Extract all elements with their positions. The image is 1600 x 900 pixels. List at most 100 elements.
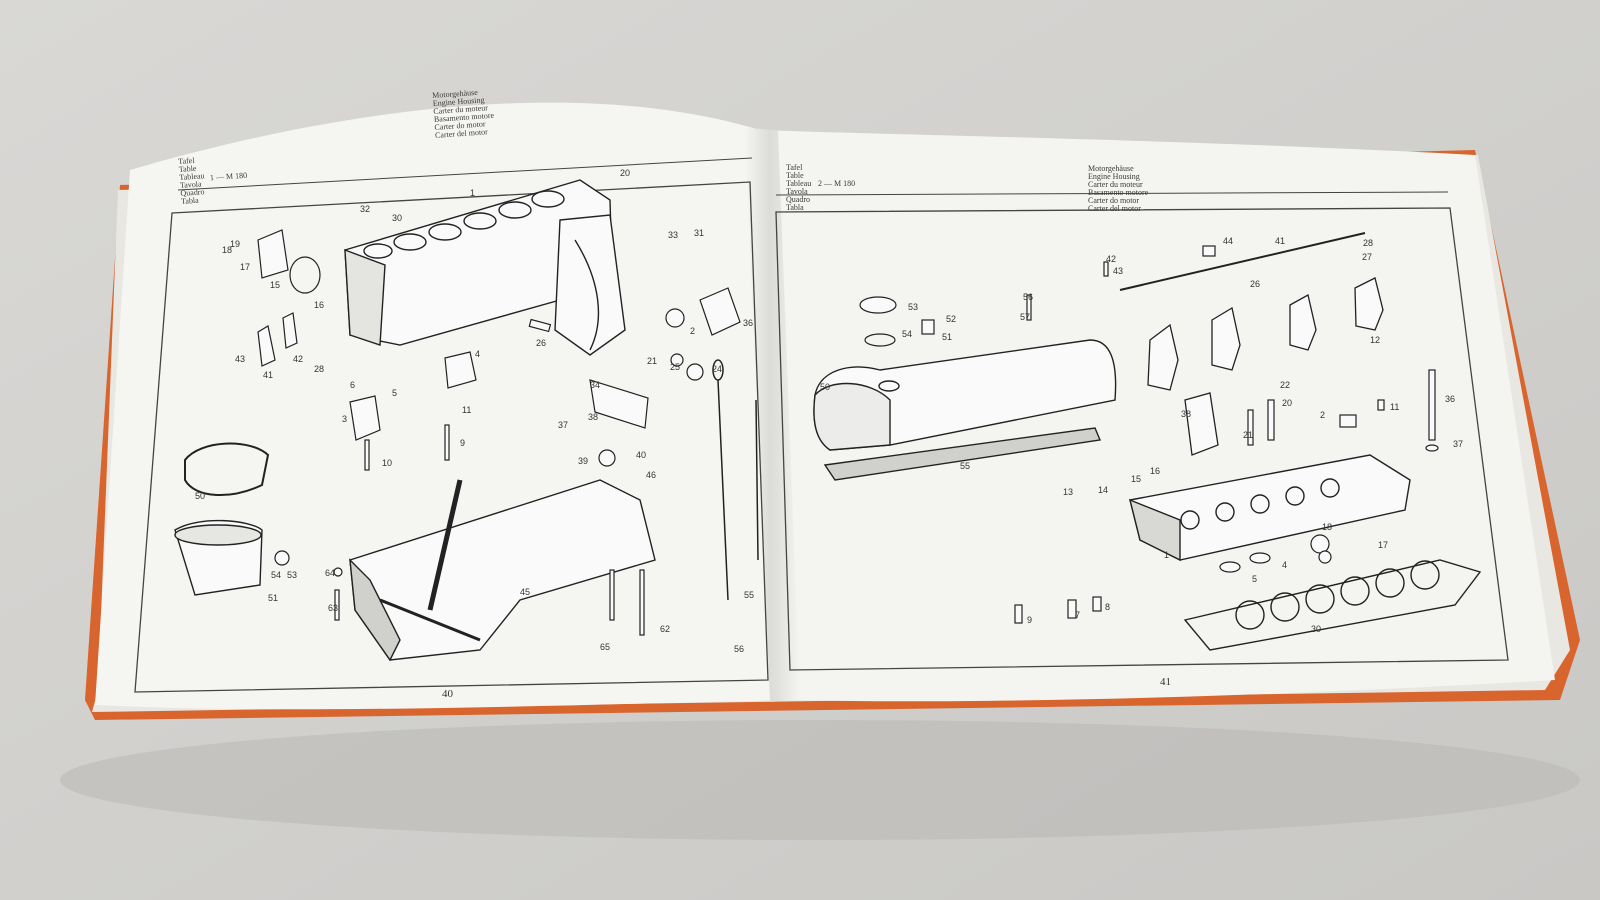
right-callout-52: 52 [946, 314, 956, 324]
right-callout-28: 28 [1363, 238, 1373, 248]
right-callout-22: 22 [1280, 380, 1290, 390]
small-parts-right [859, 245, 1439, 624]
right-callout-57: 57 [1020, 312, 1030, 322]
right-callout-1: 1 [1164, 550, 1169, 560]
small-parts-left [257, 229, 741, 636]
right-header-label: Table [786, 171, 804, 180]
left-callout-46: 46 [646, 470, 656, 480]
left-callout-55: 55 [744, 590, 754, 600]
dipstick-drawing [712, 359, 759, 601]
right-callout-21: 21 [1243, 430, 1253, 440]
right-callout-41: 41 [1275, 236, 1285, 246]
right-header-label: Tavola [786, 187, 808, 196]
right-page-number: 41 [1160, 676, 1171, 688]
left-callout-11: 11 [462, 405, 471, 415]
right-title-block: Motorgehäuse Engine Housing Carter du mo… [1088, 165, 1148, 213]
left-callout-17: 17 [240, 262, 250, 272]
right-callout-7: 7 [1075, 610, 1080, 620]
right-callout-16: 16 [1150, 466, 1160, 476]
right-callout-2: 2 [1320, 410, 1325, 420]
left-callout-50: 50 [195, 491, 205, 501]
left-title-block: Motorgehäuse Engine Housing Carter du mo… [432, 88, 495, 140]
left-callout-41: 41 [263, 370, 273, 380]
left-callout-39: 39 [578, 456, 588, 466]
left-callout-64: 64 [325, 568, 335, 578]
left-callout-28: 28 [314, 364, 324, 374]
left-callout-24: 24 [712, 364, 722, 374]
left-callout-53: 53 [287, 570, 297, 580]
left-callout-9: 9 [460, 438, 465, 448]
left-callout-20: 20 [620, 168, 630, 178]
right-callout-14: 14 [1098, 485, 1108, 495]
right-callout-17: 17 [1378, 540, 1388, 550]
right-callout-13: 13 [1063, 487, 1073, 497]
left-callout-33: 33 [668, 230, 678, 240]
right-title-line: Carter del motor [1088, 204, 1141, 213]
right-callout-53: 53 [908, 302, 918, 312]
oil-pan-drawing [349, 479, 656, 662]
right-callout-12: 12 [1370, 335, 1380, 345]
right-header-label: Tabla [786, 203, 804, 212]
right-callout-8: 8 [1105, 602, 1110, 612]
left-callout-40: 40 [636, 450, 646, 460]
left-header-rule [177, 157, 753, 191]
right-title-line: Basamento motore [1088, 188, 1149, 197]
left-callout-54: 54 [271, 570, 281, 580]
right-callout-15: 15 [1131, 474, 1141, 484]
right-callout-27: 27 [1362, 252, 1372, 262]
right-title-line: Engine Housing [1088, 172, 1140, 181]
right-header-label: Tableau [786, 179, 812, 188]
left-callout-34: 34 [590, 380, 600, 390]
right-callout-18: 18 [1322, 522, 1332, 532]
rocker-arms-drawing [1147, 277, 1384, 456]
right-callout-54: 54 [902, 329, 912, 339]
left-callout-19: 19 [230, 239, 240, 249]
left-callout-4: 4 [475, 349, 480, 359]
left-callout-3: 3 [342, 414, 347, 424]
right-callout-4: 4 [1282, 560, 1287, 570]
left-callout-10: 10 [382, 458, 392, 468]
right-callout-30: 30 [1311, 624, 1321, 634]
left-callout-56: 56 [734, 644, 744, 654]
right-diagram-frame [775, 207, 1509, 671]
left-callout-6: 6 [350, 380, 355, 390]
left-callout-38: 38 [588, 412, 598, 422]
left-callout-16: 16 [314, 300, 324, 310]
rocker-shaft-drawing [1119, 232, 1366, 291]
right-callout-42: 42 [1106, 254, 1116, 264]
right-title-line: Carter du moteur [1088, 180, 1143, 189]
left-callout-63: 63 [328, 603, 338, 613]
left-callout-18: 18 [222, 245, 232, 255]
right-header-rule [775, 191, 1449, 196]
right-page [760, 130, 1555, 702]
left-callout-15: 15 [270, 280, 280, 290]
right-callout-50: 50 [820, 382, 830, 392]
lower-sump-drawing [174, 519, 263, 596]
left-callout-1: 1 [470, 188, 475, 198]
left-callout-51: 51 [268, 593, 278, 603]
right-callout-38: 38 [1181, 409, 1191, 419]
right-callout-20: 20 [1282, 398, 1292, 408]
cylinder-head-drawing [1128, 454, 1411, 562]
left-callout-30: 30 [392, 213, 402, 223]
right-callout-56: 56 [1023, 292, 1033, 302]
right-title-line: Motorgehäuse [1088, 164, 1134, 173]
left-callout-65: 65 [600, 642, 610, 652]
right-callout-11: 11 [1390, 402, 1399, 412]
right-callout-37: 37 [1453, 439, 1463, 449]
valve-cover-drawing [813, 339, 1117, 481]
sump-gasket-drawing [184, 442, 270, 496]
left-header-labels: Tafel Table Tableau Tavola Quadro Tabla [178, 156, 206, 206]
left-callout-21: 21 [647, 356, 657, 366]
left-callout-43: 43 [235, 354, 245, 364]
left-callout-32: 32 [360, 204, 370, 214]
right-callout-5: 5 [1252, 574, 1257, 584]
right-callout-26: 26 [1250, 279, 1260, 289]
head-gasket-drawing [1183, 559, 1482, 651]
left-callout-45: 45 [520, 587, 530, 597]
left-callout-37: 37 [558, 420, 568, 430]
right-header-label: Tafel [786, 163, 803, 172]
right-title-line: Carter do motor [1088, 196, 1140, 205]
book-shadow [60, 720, 1580, 840]
right-callout-43: 43 [1113, 266, 1123, 276]
